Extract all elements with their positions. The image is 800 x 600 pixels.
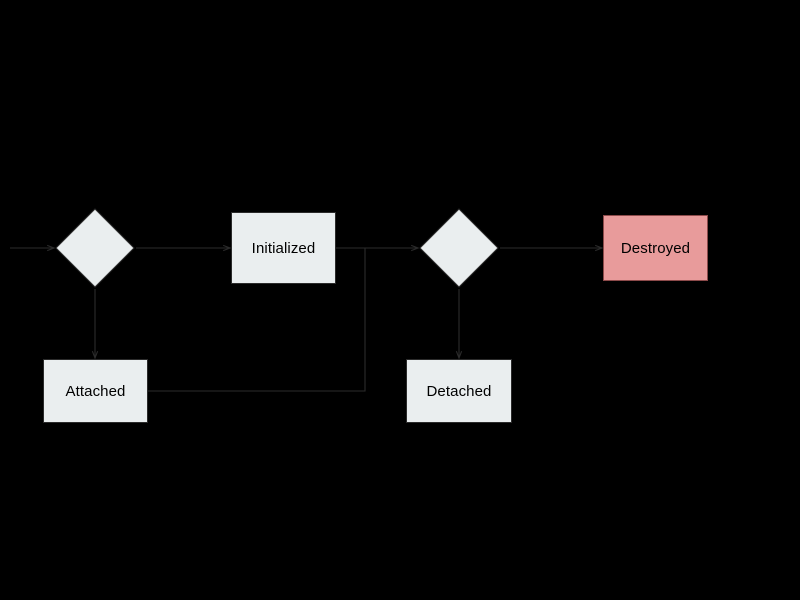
node-decision-2[interactable] <box>419 208 499 288</box>
node-detached[interactable]: Detached <box>406 359 512 423</box>
node-attached-label: Attached <box>65 382 126 400</box>
node-destroyed-label: Destroyed <box>620 239 691 257</box>
diamond-shape-icon <box>55 208 135 288</box>
node-decision-1[interactable] <box>55 208 135 288</box>
node-initialized[interactable]: Initialized <box>231 212 336 284</box>
edge-attached-decision2 <box>148 248 366 392</box>
node-detached-label: Detached <box>426 382 492 400</box>
node-initialized-label: Initialized <box>251 239 316 257</box>
node-destroyed[interactable]: Destroyed <box>603 215 708 281</box>
diamond-shape-icon <box>419 208 499 288</box>
node-attached[interactable]: Attached <box>43 359 148 423</box>
